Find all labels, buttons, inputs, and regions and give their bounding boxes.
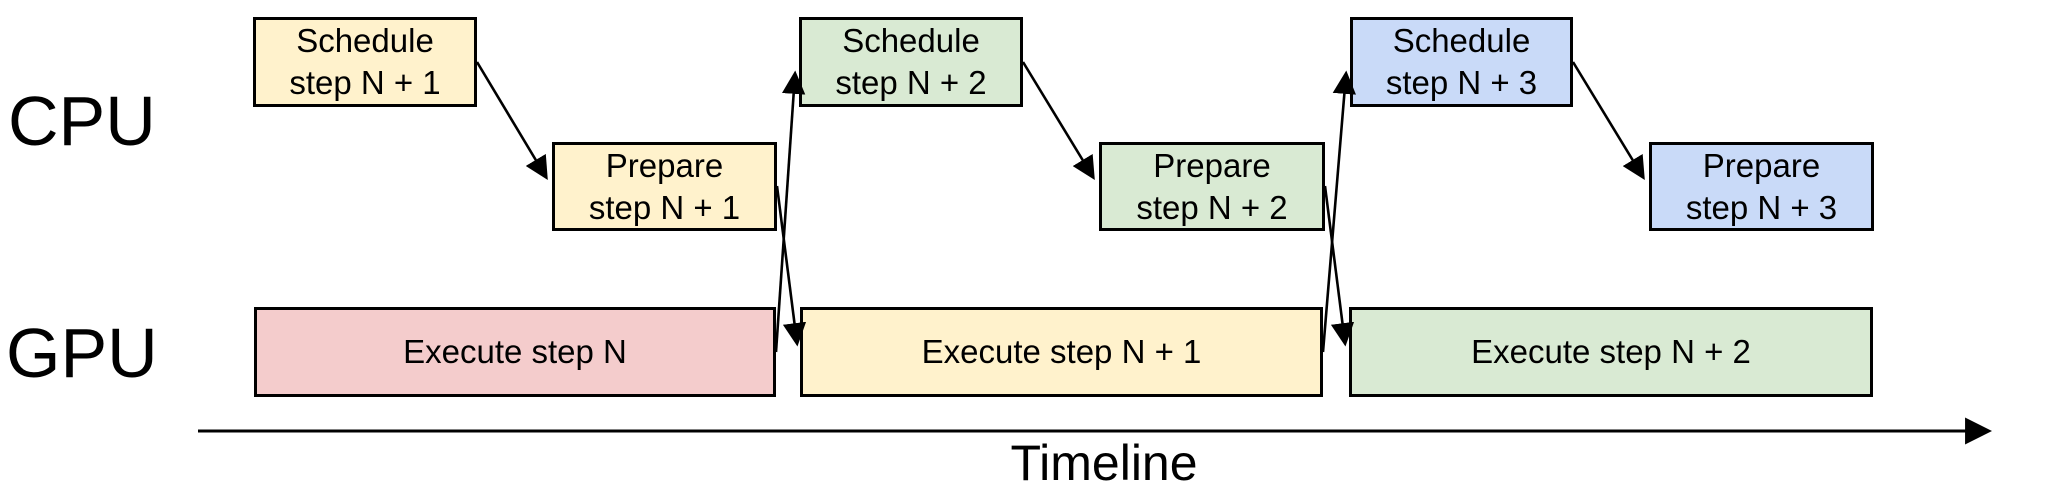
lane-label-gpu: GPU (6, 314, 158, 392)
timeline-axis-label: Timeline (1010, 435, 1198, 491)
arrow-prepare-n1-to-execute-n1 (775, 185, 807, 347)
node-prepare-step-n-plus-2: Prepare step N + 2 (1099, 142, 1325, 231)
arrow-schedule-n2-to-prepare-n2 (1021, 61, 1095, 180)
arrow-execute-n1-to-schedule-n3 (1321, 70, 1357, 353)
node-execute-step-n: Execute step N (254, 307, 776, 397)
lane-label-cpu: CPU (8, 82, 156, 160)
node-prepare-step-n-plus-1: Prepare step N + 1 (552, 142, 777, 231)
arrow-prepare-n2-to-execute-n2 (1323, 185, 1355, 347)
node-schedule-step-n-plus-2: Schedule step N + 2 (799, 17, 1023, 107)
arrow-execute-n-to-schedule-n2 (774, 70, 806, 353)
node-prepare-step-n-plus-3: Prepare step N + 3 (1649, 142, 1874, 231)
node-execute-step-n-plus-1: Execute step N + 1 (800, 307, 1323, 397)
arrow-schedule-n1-to-prepare-n1 (475, 61, 548, 181)
node-schedule-step-n-plus-1: Schedule step N + 1 (253, 17, 477, 107)
arrow-schedule-n3-to-prepare-n3 (1571, 61, 1645, 180)
node-execute-step-n-plus-2: Execute step N + 2 (1349, 307, 1873, 397)
node-schedule-step-n-plus-3: Schedule step N + 3 (1350, 17, 1573, 107)
